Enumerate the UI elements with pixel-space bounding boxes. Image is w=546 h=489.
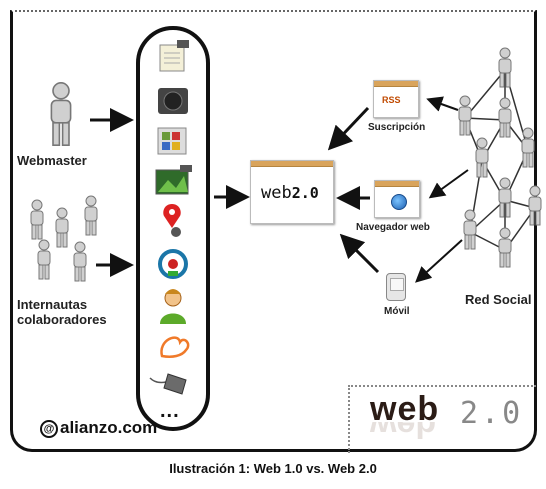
web20-version: 2.0: [291, 184, 319, 202]
map-pin-icon: [163, 204, 181, 237]
navegador-label: Navegador web: [356, 222, 430, 233]
web20-window-titlebar: [251, 161, 333, 167]
arrow-network-to-movil: [415, 239, 463, 283]
figure-caption: Ilustración 1: Web 1.0 vs. Web 2.0: [169, 461, 377, 476]
browser-window: [374, 180, 420, 218]
globe-icon: [391, 194, 407, 210]
red-social-label: Red Social: [465, 292, 532, 307]
arrow-network-to-rss: [426, 96, 459, 112]
logo-word: web: [370, 390, 440, 428]
webmaster-person-icon: [50, 82, 72, 146]
internautas-label-line1: Internautas: [17, 297, 88, 312]
rss-window: RSS: [373, 80, 419, 118]
web20-logo-box: [348, 385, 536, 453]
notepad-icon: [159, 40, 189, 72]
mobile-phone-icon: [386, 273, 406, 301]
rss-label: RSS: [382, 95, 401, 105]
media-icon: [157, 127, 187, 155]
social-network-people-icon: [458, 47, 542, 268]
browser-window-titlebar: [375, 181, 419, 187]
diagram-frame: [10, 10, 537, 452]
speaker-icon: [158, 88, 188, 114]
web20-window: web2.0: [250, 160, 334, 224]
movil-label: Móvil: [384, 306, 410, 317]
credit-alianzo: @alianzo.com: [40, 418, 157, 438]
internautas-label-line2: colaboradores: [17, 312, 107, 327]
webmaster-label: Webmaster: [17, 153, 87, 168]
credit-text: alianzo.com: [60, 418, 158, 437]
logo-word-reflection: web: [370, 422, 437, 444]
web20-window-text: web2.0: [261, 183, 319, 203]
blog-icon: [160, 336, 190, 358]
user-icon: [160, 289, 186, 324]
rss-window-titlebar: [374, 81, 418, 87]
tag-icon: [149, 373, 187, 395]
web20-prefix: web: [261, 183, 292, 203]
credit-symbol: @: [40, 420, 58, 438]
arrow-movil-to-web: [339, 233, 380, 274]
suscripcion-label: Suscripción: [368, 122, 426, 133]
photo-icon: [155, 165, 192, 195]
wikipedia-icon: [158, 249, 188, 279]
internautas-group-icon: [30, 195, 98, 282]
arrow-rss-to-web: [327, 106, 370, 151]
more-tools-dots: ...: [160, 400, 180, 422]
logo-version: 2.0: [460, 396, 524, 431]
arrow-network-to-nav: [428, 169, 469, 199]
